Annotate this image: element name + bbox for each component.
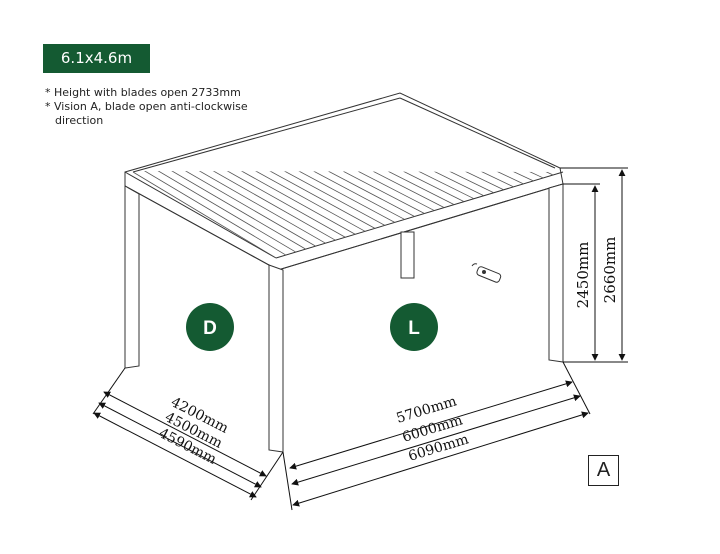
roof-blade [224, 171, 376, 229]
roof-blade [326, 171, 485, 197]
zone-l-circle [390, 303, 438, 351]
roof-blade [151, 171, 296, 253]
roof-blade [132, 171, 277, 258]
width-dim-line-3 [292, 411, 589, 507]
notes: * Height with blades open 2733mm * Visio… [45, 86, 248, 128]
note-vision-continued: direction [55, 114, 104, 127]
roof-blade [178, 171, 326, 244]
roof-blade [197, 171, 346, 238]
post-back [400, 231, 415, 279]
roof-blade [335, 171, 494, 194]
roof-blade [234, 171, 386, 226]
roof-blade [344, 171, 504, 191]
roof-blade [270, 171, 425, 214]
depth-dim-line-3 [93, 412, 257, 498]
roof-blade [307, 171, 465, 203]
roof-blade [206, 171, 356, 235]
height-total: 2660mm [601, 237, 619, 304]
roof-blade [160, 171, 306, 250]
roof-blade [243, 171, 395, 223]
roof-blade [353, 171, 514, 188]
zone-d-label: D [203, 318, 217, 339]
vision-label: A [588, 455, 619, 486]
roof-blade [215, 171, 366, 232]
post-right [548, 183, 564, 363]
post-left [124, 185, 140, 369]
roof-blade [280, 171, 435, 211]
zone-l-label: L [408, 318, 420, 339]
roof-blade [289, 171, 445, 208]
note-blade-height: * Height with blades open 2733mm [45, 86, 241, 99]
note-vision: * Vision A, blade open anti-clockwise [45, 100, 248, 113]
zone-d-circle [186, 303, 234, 351]
height-clearance: 2450mm [574, 242, 592, 309]
roof-blade [252, 171, 405, 220]
roof-blade [142, 171, 287, 256]
roof-blade [169, 171, 316, 247]
roof-blade [261, 171, 415, 217]
post-front [268, 264, 284, 453]
remote-control-icon [471, 263, 502, 283]
roof-blade [298, 171, 455, 205]
size-badge: 6.1x4.6m [43, 44, 150, 73]
roof-blade [188, 171, 336, 241]
roof-blade [316, 171, 475, 200]
